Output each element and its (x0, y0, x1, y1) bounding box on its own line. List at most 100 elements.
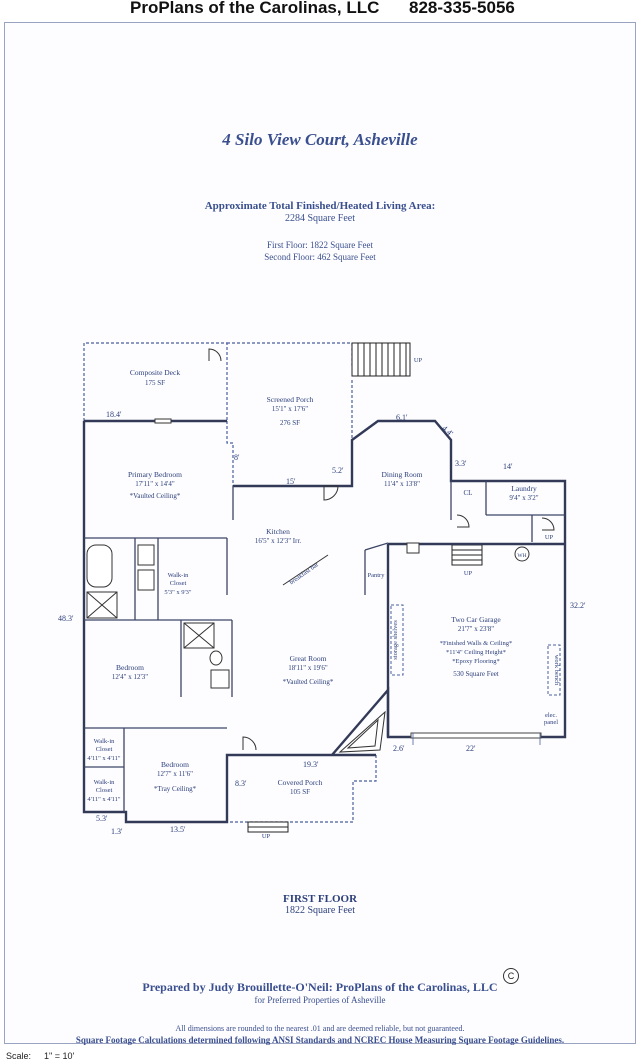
breakfast-bar-label: breakfast bar (288, 561, 320, 587)
storage-shelves-label: storage shelves (392, 620, 399, 660)
doors (154, 348, 555, 751)
garage-note3: *Epoxy Flooring* (452, 658, 500, 665)
up-label-laundry: UP (545, 534, 554, 541)
dim-15: 15' (286, 477, 296, 486)
dim-5-3: 5.3' (96, 814, 108, 823)
floor-square-feet: 1822 Square Feet (285, 905, 355, 916)
elec-panel-label1: elec. (545, 712, 557, 719)
bedroom3-name: Bedroom (161, 760, 189, 769)
garage-name: Two Car Garage (451, 615, 501, 624)
deck-outline (83, 342, 377, 823)
dimension-lines (412, 733, 541, 745)
garage-stairs (451, 544, 483, 566)
fireplace (338, 710, 386, 753)
dim-22: 22' (466, 744, 476, 753)
porch-sf: 276 SF (280, 419, 300, 427)
copyright-symbol: C (503, 968, 519, 984)
dim-8: 8' (234, 453, 240, 462)
porch-name: Screened Porch (267, 395, 314, 404)
dim-18-4: 18.4' (106, 410, 122, 419)
plan-sheet (4, 22, 636, 1044)
up-label-porch: UP (262, 833, 271, 840)
disclaimer-dimensions: All dimensions are rounded to the neares… (175, 1024, 465, 1033)
dim-3-3: 3.3' (455, 459, 467, 468)
deck-name: Composite Deck (130, 368, 180, 377)
up-label-garage: UP (464, 570, 473, 577)
prepared-by: Prepared by Judy Brouillette-O'Neil: Pro… (142, 980, 498, 994)
up-label-deck: UP (414, 357, 423, 364)
bedroom3-dims: 12'7" x 11'6" (157, 770, 193, 778)
porch-stairs (247, 821, 289, 833)
covered-porch-name: Covered Porch (278, 778, 323, 787)
dim-2-6: 2.6' (393, 744, 405, 753)
pantry-label: Pantry (368, 572, 386, 579)
walkin-b-name2: Closet (96, 787, 113, 794)
great-room-note: *Vaulted Ceiling* (283, 678, 334, 686)
scale-label: Scale: (6, 1051, 32, 1061)
dim-19-3: 19.3' (303, 760, 319, 769)
dim-32-2: 32.2' (570, 601, 586, 610)
primary-dims: 17'11" x 14'4" (135, 480, 175, 488)
walkin-primary-dims: 5'3" x 9'3" (164, 589, 191, 596)
deck-size: 175 SF (145, 379, 165, 387)
disclaimer-standards: Square Footage Calculations determined f… (75, 1035, 565, 1045)
laundry-dims: 9'4" x 3'2" (509, 494, 538, 502)
bedroom2-name: Bedroom (116, 663, 144, 672)
dim-14: 14' (503, 462, 513, 471)
garage-note1: *Finished Walls & Ceiling* (440, 640, 512, 647)
dim-8-3: 8.3' (235, 779, 247, 788)
walkin-primary-name: Walk-in (168, 572, 190, 579)
phone-number: 828-335-5056 (409, 0, 515, 17)
dim-5-2: 5.2' (332, 466, 344, 475)
walkin-a-dims: 4'11" x 4'11" (87, 755, 121, 762)
bedroom2-dims: 12'4" x 12'3" (112, 673, 148, 681)
cl-label: CL (464, 489, 473, 497)
covered-porch-sf: 105 SF (290, 788, 310, 796)
interior-walls (84, 481, 565, 812)
floor-title: FIRST FLOOR (282, 893, 358, 905)
elec-panel-label2: panel (544, 719, 558, 726)
scale-bar: Scale: 1" = 10' (0, 1047, 640, 1064)
great-room-dims: 18'11" x 19'6" (288, 664, 328, 672)
firm-name: ProPlans of the Carolinas, LLC (130, 0, 380, 17)
dim-48-3: 48.3' (58, 614, 74, 623)
first-floor-area: First Floor: 1822 Square Feet (267, 240, 373, 250)
garage-sf: 530 Square Feet (453, 670, 499, 678)
dim-6-1: 6.1' (396, 413, 408, 422)
laundry-name: Laundry (511, 484, 537, 493)
dim-4-4: 4.4' (440, 424, 455, 439)
walkin-a-name2: Closet (96, 746, 113, 753)
bedroom3-note: *Tray Ceiling* (154, 785, 197, 793)
garage-door (410, 732, 542, 739)
scale-value: 1" = 10' (44, 1051, 75, 1061)
walkin-b-dims: 4'11" x 4'11" (87, 796, 121, 803)
header-bar: ProPlans of the Carolinas, LLC 828-335-5… (0, 0, 640, 22)
dining-dims: 11'4" x 13'8" (384, 480, 420, 488)
deck-stairs (351, 342, 411, 377)
primary-note: *Vaulted Ceiling* (130, 492, 181, 500)
dim-1-3: 1.3' (111, 827, 123, 836)
prepared-for: for Preferred Properties of Asheville (254, 995, 386, 1005)
porch-dims: 15'1" x 17'6" (272, 405, 308, 413)
kitchen-name: Kitchen (266, 527, 290, 536)
bath-fixtures (86, 542, 530, 689)
walkin-primary-name2: Closet (170, 580, 187, 587)
dining-name: Dining Room (381, 470, 422, 479)
area-total: 2284 Square Feet (285, 213, 355, 224)
garage-dims: 21'7" x 23'8" (458, 625, 494, 633)
dim-13-5: 13.5' (170, 825, 186, 834)
garage-note2: *11'4" Ceiling Height* (446, 649, 506, 656)
breakfast-bar-counter (282, 554, 329, 586)
area-label: Approximate Total Finished/Heated Living… (204, 200, 436, 212)
walkin-b-name: Walk-in (94, 779, 116, 786)
kitchen-dims: 16'5" x 12'3" Irr. (255, 537, 302, 545)
primary-name: Primary Bedroom (128, 470, 182, 479)
great-room-name: Great Room (290, 654, 327, 663)
work-bench-label: work bench (553, 655, 560, 686)
storage-shelf (390, 604, 561, 696)
water-heater-label: WH (517, 553, 526, 559)
walkin-a-name: Walk-in (94, 738, 116, 745)
property-address: 4 Silo View Court, Asheville (222, 130, 418, 149)
second-floor-area: Second Floor: 462 Square Feet (264, 252, 376, 262)
